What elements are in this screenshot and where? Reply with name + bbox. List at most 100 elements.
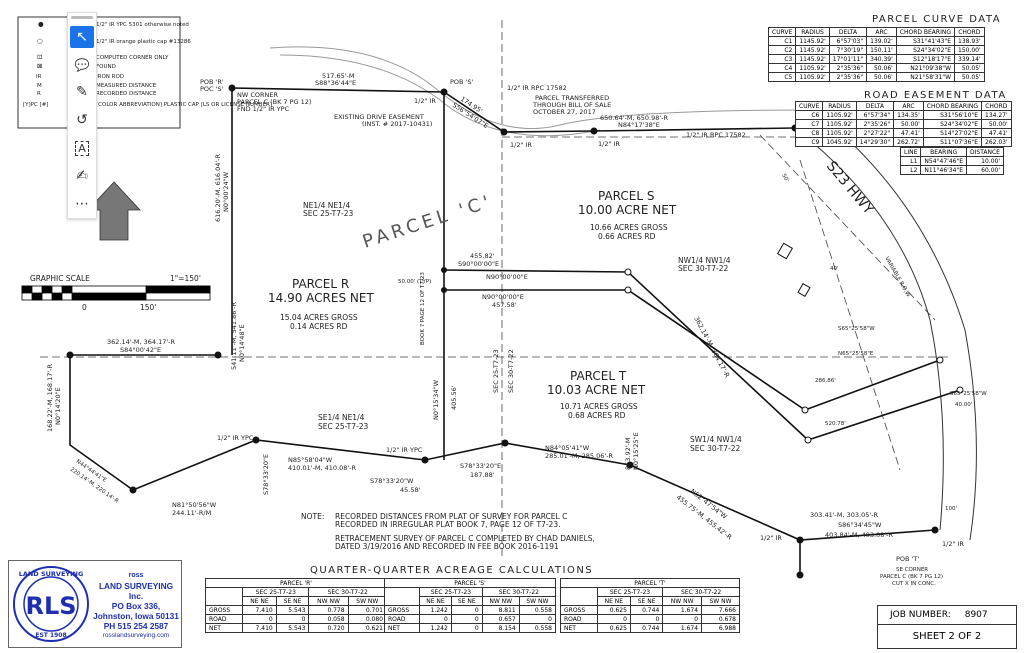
section-header: SEC 25-T7-23 [596,587,664,597]
column-header: NW NW [662,596,703,606]
monuments [66,84,939,579]
distance-label: 286.86' [815,378,836,384]
scale-bar [21,285,211,301]
table-cell: 1105.92' [795,72,830,82]
table-cell: 7.666 [701,605,740,615]
legend-symbol: ● [38,20,44,28]
table-cell: S24°34'02"E [895,45,956,55]
table-cell: N21°58'31"W [895,72,956,82]
signature-icon: ✍ [76,168,88,185]
d40-label: 40' [830,266,839,272]
text-box-icon: A [75,140,89,156]
row-label: NET [204,623,244,633]
table-cell: 0.558 [518,605,557,615]
se-ne-label: SE1/4 NE1/4 [318,413,365,422]
bearing-label: S65°25'58"W [838,326,875,332]
company-name: LAND SURVEYING [98,581,174,591]
section-header: SEC 30-T7-22 [308,587,387,597]
bearing-label: S78°33'20"E [460,462,501,470]
note-line: RECORDED IN IRREGULAR PLAT BOOK 7, PAGE … [335,520,560,529]
bearing-label: N0°15'34"W [432,379,440,420]
table-cell: 0 [450,614,483,624]
table-cell: 262.72' [893,137,924,147]
job-box: JOB NUMBER:8907 SHEET 2 OF 2 [877,605,1017,649]
company-line: Inc. [128,591,144,601]
legend-symbol: [Y]PC [#] [23,102,48,108]
company-address: Johnston, Iowa 50131 [93,611,179,621]
transfer-label: THROUGH BILL OF SALE [532,101,611,109]
distance-label: 405.56' [450,385,458,410]
table-cell: 1.674 [662,623,703,633]
table-cell: 1.242 [419,623,452,633]
north-distance: 517.65'-M [322,72,354,80]
comment-tool-button[interactable]: 💬 [70,54,94,76]
section-header: SEC 25-T7-23 [242,587,310,597]
legend-text: MEASURED DISTANCE [96,83,157,89]
more-tools-button[interactable]: ⋯ [70,193,94,215]
table-cell: 134.27' [981,110,1012,120]
stamp-tool-button[interactable]: ✍ [70,165,94,187]
distance-label: 303.41'-M, 303.05'-R [810,511,878,519]
table-title-row: PARCEL 'S' [384,578,556,588]
table-cell: C6 [794,110,824,120]
table-title-row: PARCEL 'T' [560,578,740,588]
parcel-table-title: PARCEL 'S' [384,578,556,588]
ypc-label: 1/2" IR YPC [217,434,254,442]
table-cell: 1105.92' [822,110,857,120]
bearing-label: 362.14'-M, 364.17'-R [692,315,731,379]
select-tool-button[interactable]: ↖ [70,25,94,48]
column-header: CURVE [767,27,797,37]
column-header: NE NE [596,596,631,606]
text-tool-button[interactable]: A [70,137,94,159]
table-cell: 1.242 [419,605,452,615]
column-header: ARC [893,101,924,111]
table-cell: N21°09'38"W [895,63,956,73]
sec25-label: SEC 25-T7-23 [492,349,500,393]
company-line: ross [128,572,144,579]
se-corner-label: SE CORNER [896,567,928,573]
toolbar-drag-handle[interactable] [71,16,93,19]
table-cell: 139.02' [866,36,897,46]
note-line: RETRACEMENT SURVEY OF PARCEL C COMPLETED… [335,534,595,543]
legend-symbol: ⊠ [37,62,42,70]
ypc-label: 1/2" IR YPC [386,446,423,454]
lasso-tool-button[interactable]: ↺ [70,109,94,131]
column-header: SW NW [518,596,557,606]
d50-label: 50' [780,173,789,183]
table-cell: 150.00' [954,45,985,55]
parcel-s-gross: 10.66 ACRES GROSS [590,223,668,232]
table-cell: 1105.92' [822,128,857,138]
row-label: NET [383,623,421,633]
table-cell: C9 [794,137,824,147]
distance-label: 410.01'-M, 410.08'-R [288,464,356,472]
table-cell: 60.00' [966,165,1004,175]
column-header: SE NE [629,596,664,606]
table-cell: 1145.92' [795,36,830,46]
legend-text: FOUND [96,64,116,70]
table-cell: 340.39' [866,54,897,64]
table-cell: 6.988 [701,623,740,633]
far-west-distance: 168.22'-M, 168.17'-R [46,364,54,432]
table-cell: 47.41' [893,128,924,138]
ir-label: 1/2" IR [942,540,964,548]
parcel-t-rd: 0.68 ACRES RD [568,411,626,420]
table-cell: 134.35' [893,110,924,120]
parcel-r-gross: 15.04 ACRES GROSS [280,313,358,322]
bearing-label: N90°00'00"E [482,293,524,301]
bearing-label: S78°33'20"W [370,477,414,485]
parcel-s-net: 10.00 ACRE NET [578,203,677,217]
ir-label: 1/2" IR [598,140,620,148]
column-header: BEARING [920,147,967,157]
pen-tool-button[interactable]: ✎ [70,82,94,104]
table-cell: 8.811 [481,605,520,615]
